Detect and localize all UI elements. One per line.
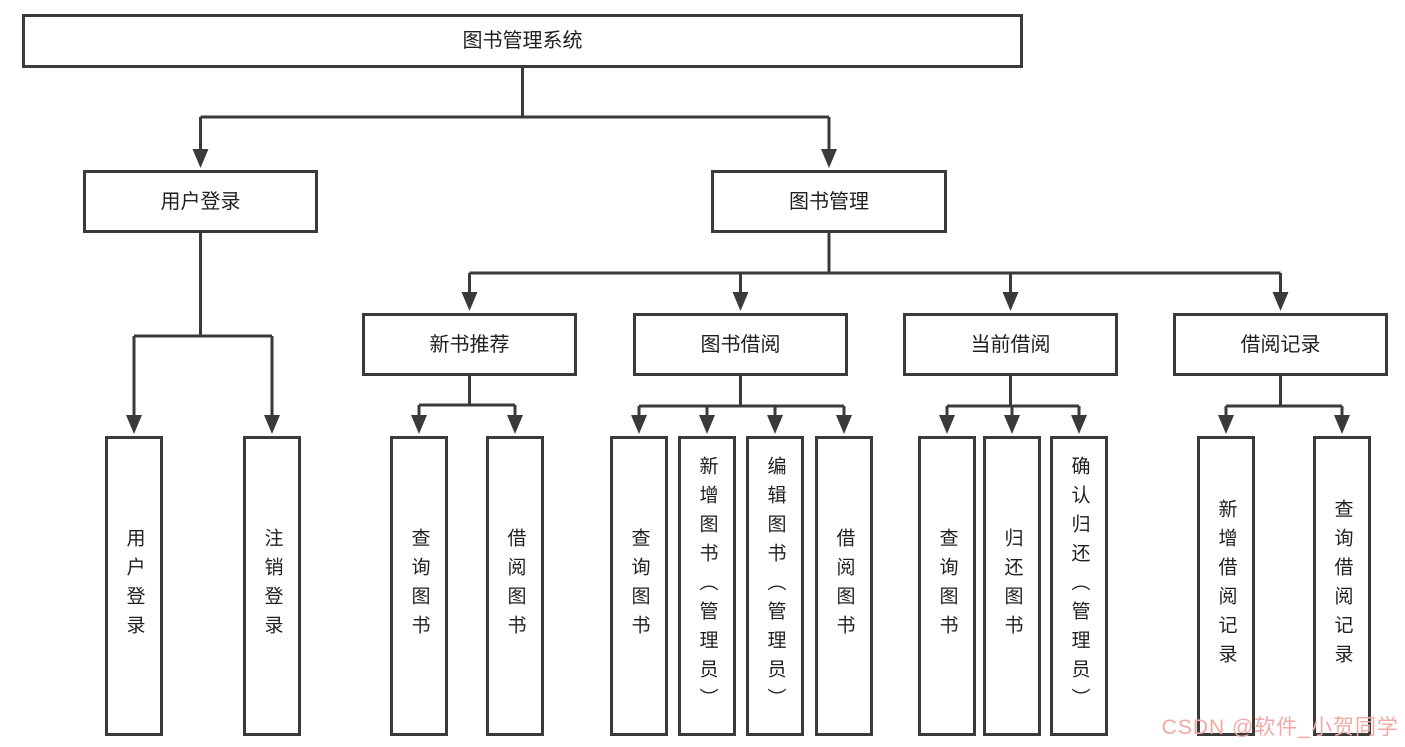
csdn-watermark: CSDN @软件_小贺同学 [1161,716,1399,739]
leaf-borrowing-query-books: 查询图书 [610,436,668,736]
leaf-recommend-query-books: 查询图书 [390,436,448,736]
node-borrowing-records: 借阅记录 [1173,313,1388,376]
leaf-borrowing-add-books-admin: 新增图书（管理员） [678,436,736,736]
node-new-book-recommendation: 新书推荐 [362,313,577,376]
node-user-login: 用户登录 [83,170,318,233]
node-library-management-system: 图书管理系统 [22,14,1023,68]
node-current-borrowing: 当前借阅 [903,313,1118,376]
leaf-current-query-books: 查询图书 [918,436,976,736]
leaf-recommend-borrow-books: 借阅图书 [486,436,544,736]
leaf-current-return-books: 归还图书 [983,436,1041,736]
node-book-borrowing: 图书借阅 [633,313,848,376]
leaf-records-add-borrow-record: 新增借阅记录 [1197,436,1255,736]
leaf-current-confirm-return-admin: 确认归还（管理员） [1050,436,1108,736]
leaf-borrowing-edit-books-admin: 编辑图书（管理员） [746,436,804,736]
node-book-management: 图书管理 [711,170,947,233]
leaf-records-query-borrow-record: 查询借阅记录 [1313,436,1371,736]
leaf-user-login: 用户登录 [105,436,163,736]
leaf-logout: 注销登录 [243,436,301,736]
leaf-borrowing-borrow-books: 借阅图书 [815,436,873,736]
